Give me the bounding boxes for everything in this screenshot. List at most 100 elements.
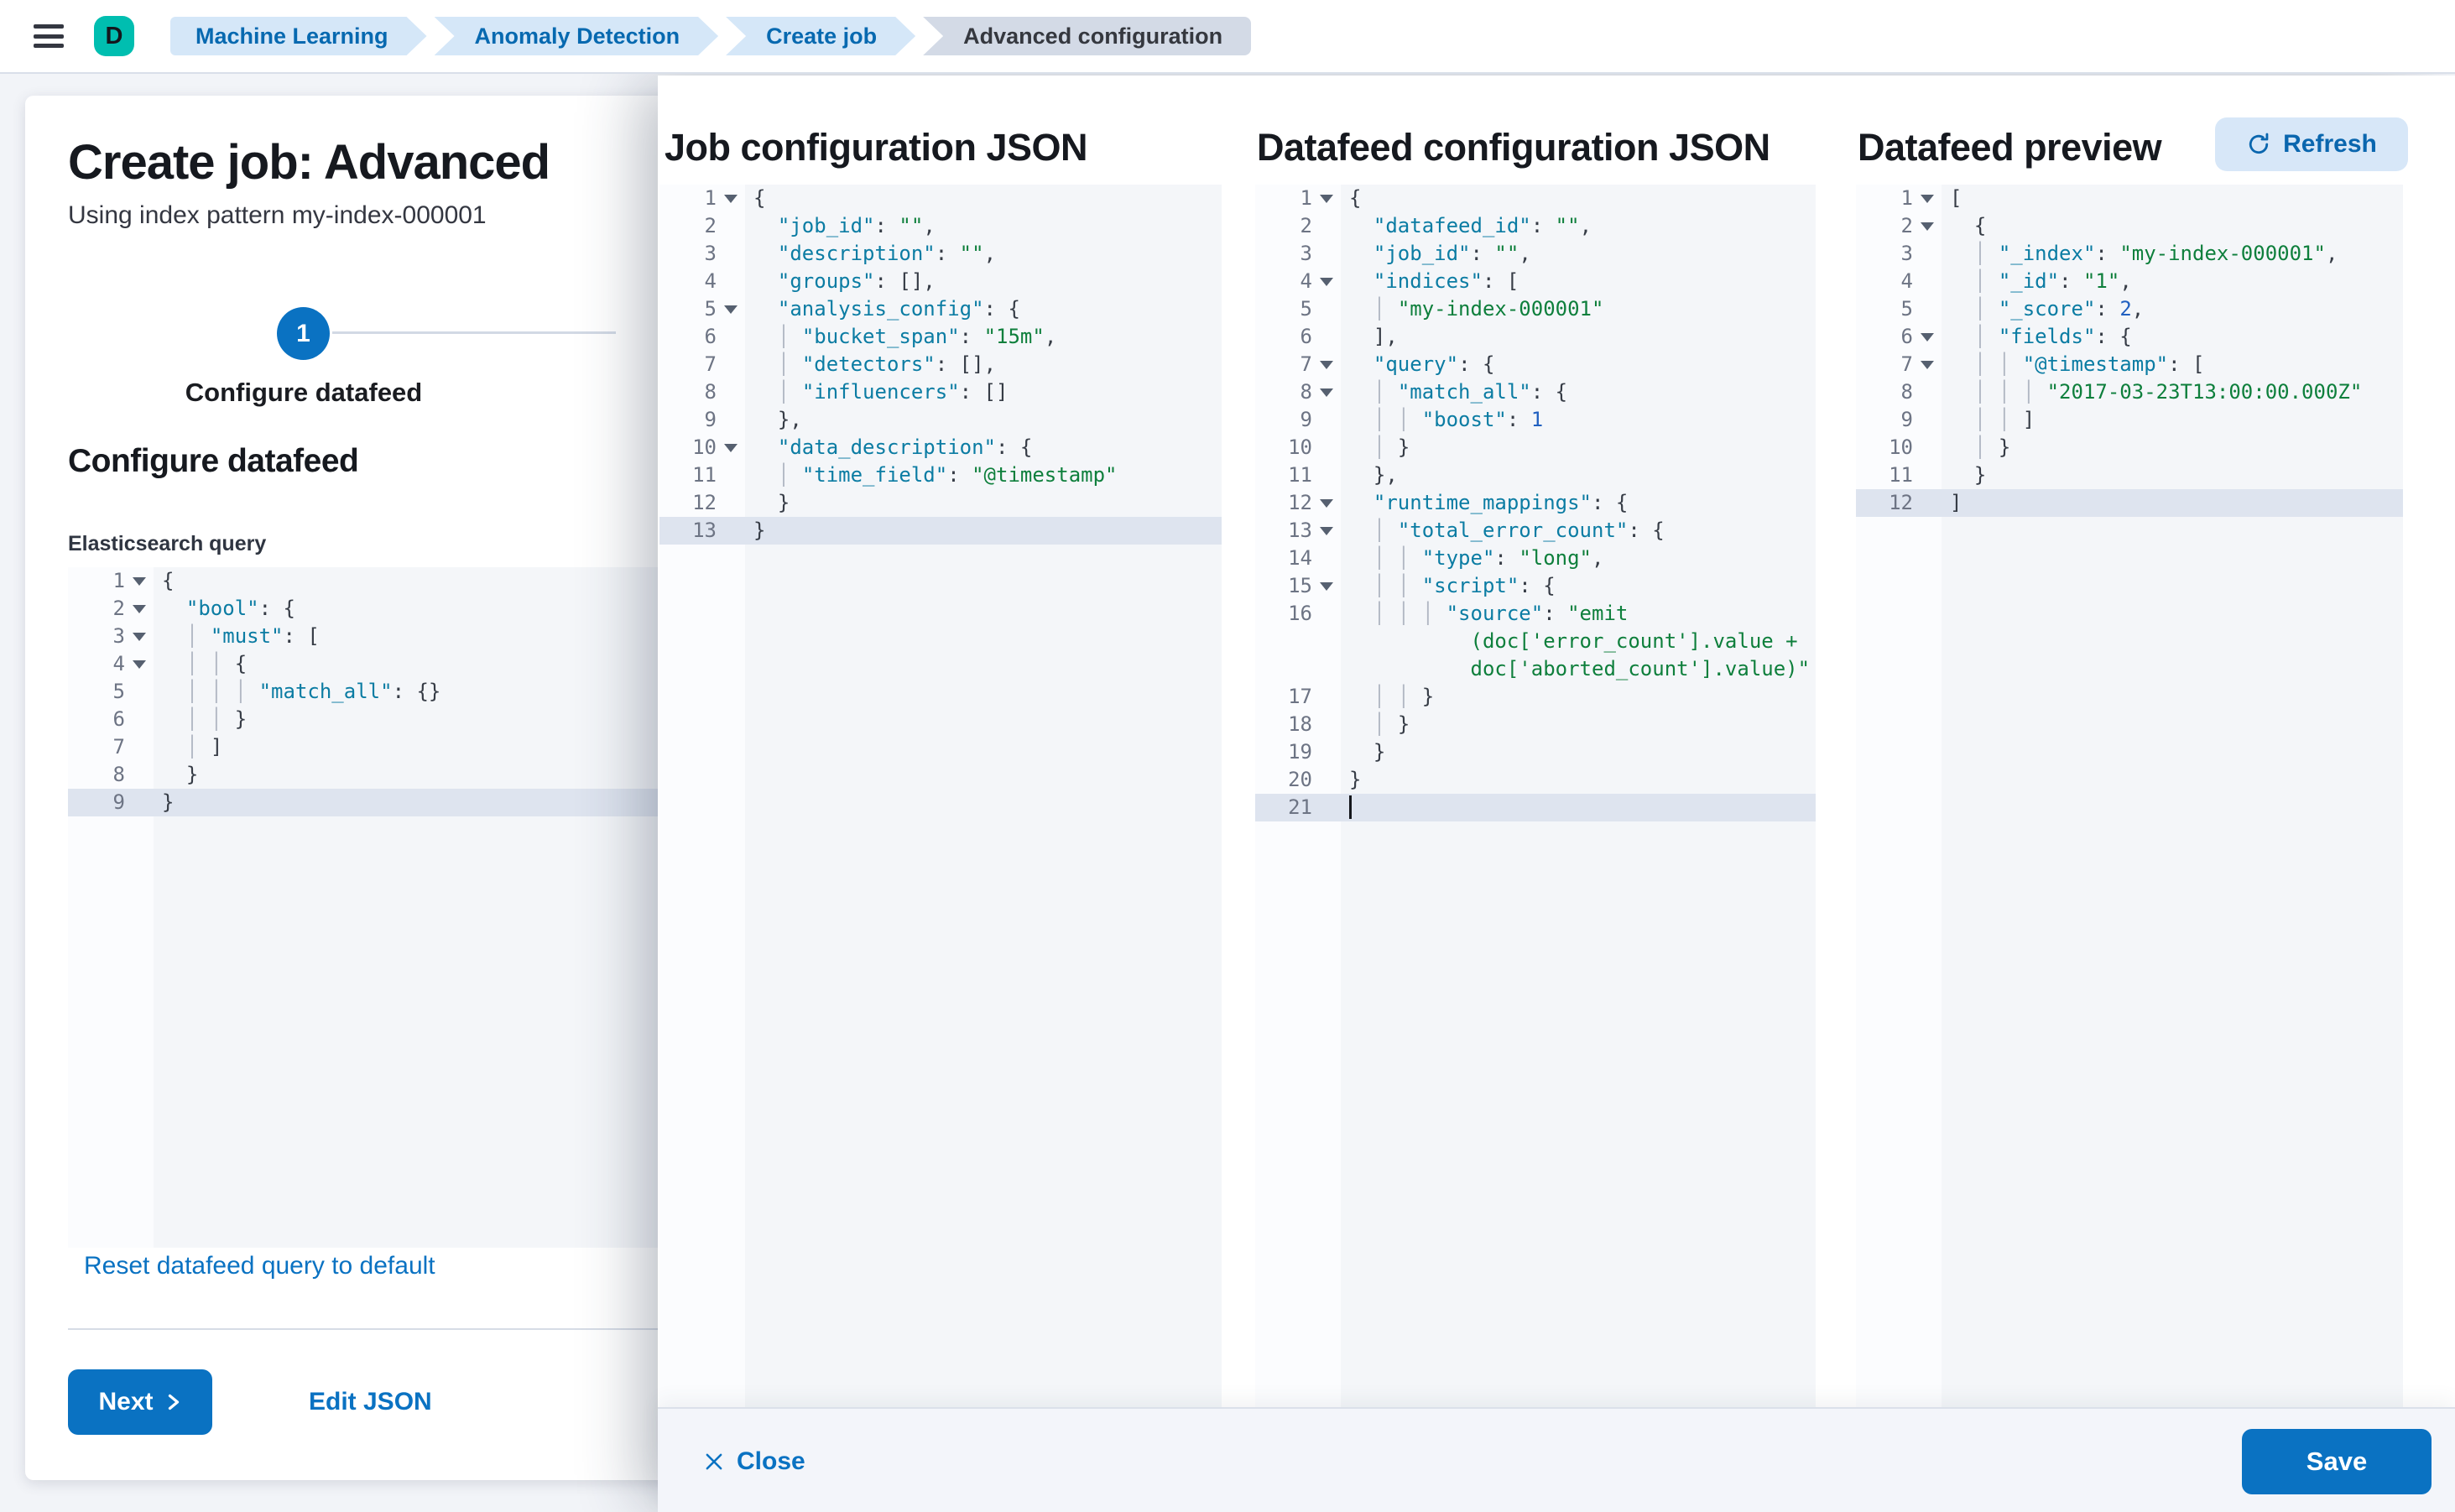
fold-arrow-icon[interactable] <box>1312 527 1341 535</box>
code-line: 13 │ "total_error_count": { <box>1288 519 1665 542</box>
elasticsearch-query-editor[interactable]: 1{ 2 "bool": { 3 │ "must": [ 4 │ │ { 5 │ │ │… <box>68 567 660 1248</box>
next-button[interactable]: Next <box>68 1369 212 1435</box>
code-line: 4 "indices": [ <box>1300 269 1519 293</box>
job-configuration-json-editor[interactable]: 1{2 "job_id": "",3 "description": "",4 "… <box>659 185 1222 1407</box>
code-line: 12 "runtime_mappings": { <box>1288 491 1629 514</box>
code-line: 3 │ "must": [ <box>112 624 320 648</box>
breadcrumb-item[interactable]: Create job <box>726 17 915 55</box>
fold-arrow-icon[interactable] <box>1312 388 1341 397</box>
refresh-button[interactable]: Refresh <box>2215 117 2408 171</box>
edit-json-flyout: Job configuration JSON Datafeed configur… <box>658 76 2455 1512</box>
code-line: 13} <box>659 517 1222 545</box>
code-line: 6 │ "fields": { <box>1900 325 2132 348</box>
fold-arrow-icon[interactable] <box>125 633 154 641</box>
code-line: 14 │ │ "type": "long", <box>1288 546 1604 570</box>
save-button[interactable]: Save <box>2242 1428 2432 1494</box>
code-line: 4 │ │ { <box>112 652 248 675</box>
flyout-footer: Close Save <box>658 1407 2455 1512</box>
code-line: 11 }, <box>1288 463 1398 487</box>
space-avatar[interactable]: D <box>94 16 134 56</box>
refresh-button-label: Refresh <box>2283 130 2377 158</box>
code-line: 2 "datafeed_id": "", <box>1300 214 1592 237</box>
panel-divider <box>68 1328 907 1330</box>
datafeed-preview-editor[interactable]: 1[2 {3 │ "_index": "my-index-000001",4 │… <box>1856 185 2403 1407</box>
edit-json-button[interactable]: Edit JSON <box>309 1388 432 1416</box>
code-line: 1[ <box>1900 186 1962 210</box>
fold-arrow-icon[interactable] <box>1913 333 1942 342</box>
fold-arrow-icon[interactable] <box>1312 361 1341 369</box>
code-line: 4 │ "_id": "1", <box>1900 269 2132 293</box>
code-line: 5 │ "my-index-000001" <box>1300 297 1604 321</box>
code-line: 9} <box>68 789 660 816</box>
fold-arrow-icon[interactable] <box>1312 582 1341 591</box>
code-line: 5 │ │ │ "match_all": {} <box>112 680 441 703</box>
code-line: 7 "query": { <box>1300 352 1495 376</box>
breadcrumb-item[interactable]: Machine Learning <box>170 17 427 55</box>
hamburger-menu-icon[interactable] <box>34 24 64 48</box>
code-line: 2 "job_id": "", <box>704 214 936 237</box>
code-line: 1{ <box>1300 186 1362 210</box>
code-line: (doc['error_count'].value + <box>1470 629 1798 653</box>
fold-arrow-icon[interactable] <box>717 444 745 452</box>
configure-datafeed-heading: Configure datafeed <box>68 443 359 479</box>
fold-arrow-icon[interactable] <box>1312 499 1341 508</box>
close-button-label: Close <box>737 1447 805 1475</box>
code-line: 8 │ "influencers": [] <box>704 380 1009 404</box>
code-line: 9 }, <box>704 408 802 431</box>
step-1-indicator[interactable]: 1 <box>277 307 330 360</box>
code-line: 8 │ "match_all": { <box>1300 380 1568 404</box>
fold-arrow-icon[interactable] <box>125 577 154 586</box>
next-button-label: Next <box>98 1388 154 1416</box>
code-line: 18 │ } <box>1288 712 1410 736</box>
fold-arrow-icon[interactable] <box>1913 222 1942 231</box>
code-line: 10 │ } <box>1889 435 2011 459</box>
code-line: 6 │ "bucket_span": "15m", <box>704 325 1057 348</box>
breadcrumb-item[interactable]: Anomaly Detection <box>435 17 719 55</box>
code-line: 9 │ │ ] <box>1900 408 2035 431</box>
datafeed-configuration-json-editor[interactable]: 1{ 2 "datafeed_id": "", 3 "job_id": "", 4 "… <box>1255 185 1816 1407</box>
fold-arrow-icon[interactable] <box>125 660 154 669</box>
code-line: 7 │ ] <box>112 735 223 759</box>
code-line: 12 } <box>692 491 790 514</box>
code-line: 10 │ } <box>1288 435 1410 459</box>
code-line: 5 "analysis_config": { <box>704 297 1020 321</box>
code-line: 11 } <box>1889 463 1987 487</box>
code-line: 2 { <box>1900 214 1987 237</box>
fold-arrow-icon[interactable] <box>1312 195 1341 203</box>
code-line: 8 } <box>112 763 199 786</box>
fold-arrow-icon[interactable] <box>1312 278 1341 286</box>
fold-arrow-icon[interactable] <box>125 605 154 613</box>
reset-datafeed-query-link[interactable]: Reset datafeed query to default <box>84 1252 435 1280</box>
fold-arrow-icon[interactable] <box>717 305 745 314</box>
code-line: 20} <box>1288 768 1362 791</box>
code-line: 6 │ │ } <box>112 707 248 731</box>
refresh-icon <box>2246 132 2271 157</box>
code-line: 9 │ │ "boost": 1 <box>1300 408 1544 431</box>
page-title: Create job: Advanced <box>68 135 550 190</box>
code-line: 4 "groups": [], <box>704 269 936 293</box>
close-icon <box>703 1451 725 1473</box>
code-line: 3 "description": "", <box>704 242 997 265</box>
code-line: 11 │ "time_field": "@timestamp" <box>692 463 1118 487</box>
code-line: 8 │ │ │ "2017-03-23T13:00:00.000Z" <box>1900 380 2363 404</box>
code-line: 1{ <box>112 569 175 592</box>
step-1-label: Configure datafeed <box>185 378 423 407</box>
fold-arrow-icon[interactable] <box>717 195 745 203</box>
close-button[interactable]: Close <box>703 1447 805 1476</box>
datafeed-preview-title: Datafeed preview <box>1858 126 2162 169</box>
code-line: 6 ], <box>1300 325 1398 348</box>
code-line: 10 "data_description": { <box>692 435 1033 459</box>
elasticsearch-query-label: Elasticsearch query <box>68 532 267 555</box>
code-line: 7 │ │ "@timestamp": [ <box>1900 352 2205 376</box>
code-line: 19 } <box>1288 740 1386 764</box>
code-line: 3 "job_id": "", <box>1300 242 1531 265</box>
code-line: 12] <box>1856 489 2403 517</box>
code-line: 5 │ "_score": 2, <box>1900 297 2145 321</box>
code-line: 2 "bool": { <box>112 597 295 620</box>
fold-arrow-icon[interactable] <box>1913 361 1942 369</box>
chevron-right-icon <box>165 1392 182 1412</box>
fold-arrow-icon[interactable] <box>1913 195 1942 203</box>
